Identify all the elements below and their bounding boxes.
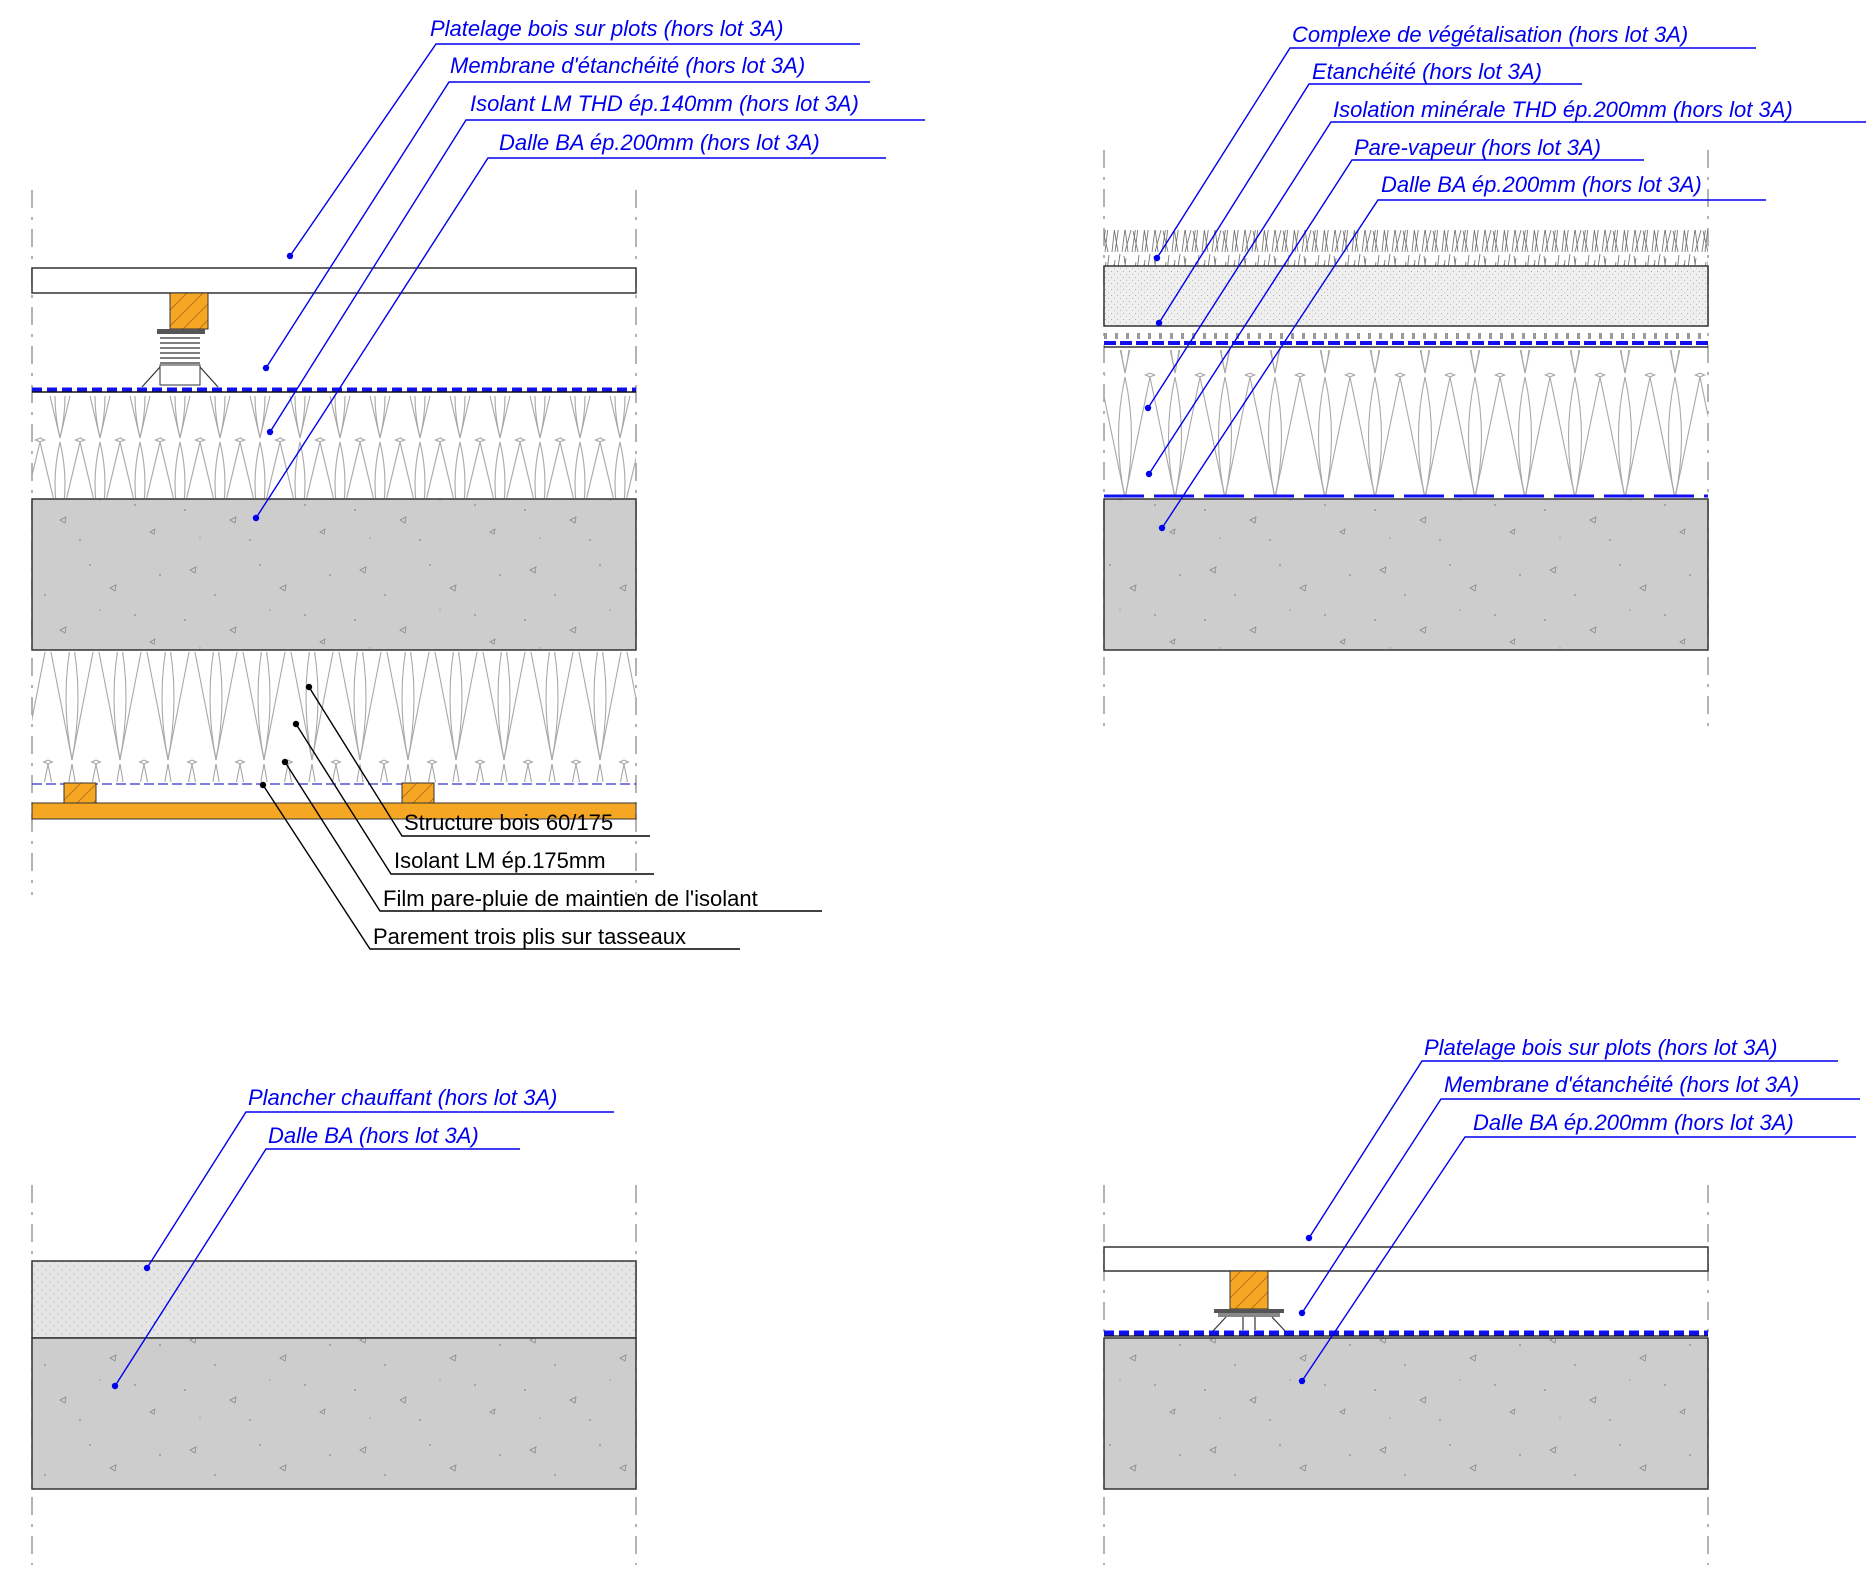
label-heated-floor: Plancher chauffant (hors lot 3A) (248, 1085, 557, 1110)
detail-3: Plancher chauffant (hors lot 3A) Dalle B… (31, 1085, 637, 1565)
label-slab: Dalle BA ép.200mm (hors lot 3A) (1381, 172, 1702, 197)
insulation-layer (32, 396, 636, 498)
deck-boards (31, 267, 637, 294)
label-mineral-insulation: Isolation minérale THD ép.200mm (hors lo… (1333, 97, 1793, 122)
three-ply-panel (31, 802, 637, 820)
label-three-ply: Parement trois plis sur tasseaux (373, 924, 686, 949)
label-rain-film: Film pare-pluie de maintien de l'isolant (383, 886, 758, 911)
underside-leader-lines (259, 683, 822, 950)
label-membrane: Membrane d'étanchéité (hors lot 3A) (1444, 1072, 1799, 1097)
concrete-slab (1103, 1337, 1709, 1490)
detail-4: Platelage bois sur plots (hors lot 3A) M… (1103, 1035, 1860, 1565)
leader-lines (111, 1111, 614, 1390)
label-slab: Dalle BA ép.200mm (hors lot 3A) (499, 130, 820, 155)
label-membrane: Membrane d'étanchéité (hors lot 3A) (450, 53, 805, 78)
label-deck: Platelage bois sur plots (hors lot 3A) (1424, 1035, 1777, 1060)
wood-batten (63, 782, 97, 804)
leader-lines (1144, 47, 1866, 532)
label-vapour-barrier: Pare-vapeur (hors lot 3A) (1354, 135, 1601, 160)
leader-lines (1298, 1060, 1860, 1385)
underside-insulation (32, 652, 636, 782)
label-slab: Dalle BA (hors lot 3A) (268, 1123, 479, 1148)
deck-boards (1103, 1246, 1709, 1272)
detail-1: Platelage bois sur plots (hors lot 3A) M… (31, 16, 925, 950)
label-waterproofing: Etanchéité (hors lot 3A) (1312, 59, 1542, 84)
heated-floor-screed (31, 1260, 637, 1339)
label-underside-insulation: Isolant LM ép.175mm (394, 848, 606, 873)
pedestal (1211, 1270, 1287, 1333)
label-wood-structure: Structure bois 60/175 (404, 810, 613, 835)
adjustable-pedestal (141, 292, 219, 388)
leader-lines (252, 43, 925, 522)
label-vegetation: Complexe de végétalisation (hors lot 3A) (1292, 22, 1688, 47)
concrete-slab (31, 498, 637, 651)
growing-substrate (1103, 265, 1709, 327)
concrete-slab (31, 1337, 637, 1490)
label-insulation: Isolant LM THD ép.140mm (hors lot 3A) (470, 91, 859, 116)
label-slab: Dalle BA ép.200mm (hors lot 3A) (1473, 1110, 1794, 1135)
wood-batten (401, 782, 435, 804)
vegetation (1104, 230, 1708, 266)
detail-2: Complexe de végétalisation (hors lot 3A)… (1103, 22, 1866, 730)
label-deck: Platelage bois sur plots (hors lot 3A) (430, 16, 783, 41)
mineral-insulation (1104, 350, 1708, 496)
concrete-slab (1103, 498, 1709, 651)
